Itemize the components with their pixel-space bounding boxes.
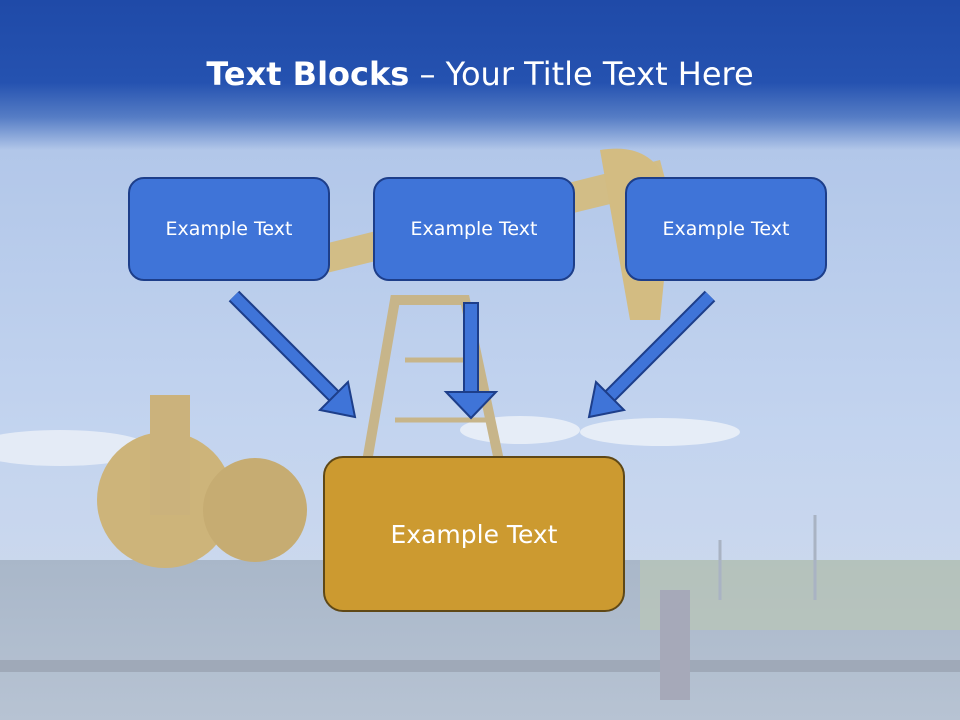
slide-title: Text Blocks – Your Title Text Here [0, 52, 960, 96]
text-block-1[interactable]: Example Text [128, 177, 330, 281]
arrow-right [587, 290, 716, 419]
text-block-3[interactable]: Example Text [625, 177, 827, 281]
arrow-center [443, 302, 499, 420]
arrow-left [228, 290, 357, 419]
result-block[interactable]: Example Text [323, 456, 625, 612]
text-block-2[interactable]: Example Text [373, 177, 575, 281]
title-bold: Text Blocks [206, 55, 410, 93]
title-rest: – Your Title Text Here [409, 55, 754, 93]
title-bar [0, 0, 960, 150]
